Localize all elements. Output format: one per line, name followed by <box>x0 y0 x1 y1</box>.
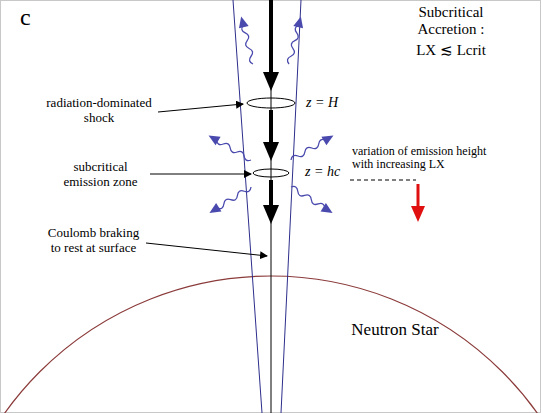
flow-arrows <box>263 0 279 224</box>
leader-arrow <box>146 243 267 256</box>
annotation: subcritical emission zone <box>52 160 149 189</box>
funnel-wall <box>233 0 262 413</box>
height-label: z = hc <box>305 164 349 180</box>
emission-zone <box>253 169 289 177</box>
body-label: Neutron Star <box>330 320 460 339</box>
shock-surface <box>247 98 295 108</box>
annotation: Coulomb braking to rest at surface <box>44 226 143 255</box>
height-shift-arrowhead <box>411 206 425 222</box>
leader-arrow <box>158 104 243 112</box>
annotation: radiation-dominated shock <box>38 96 160 125</box>
height-shift-arrow <box>417 184 420 208</box>
panel-title: Subcritical Accretion : <box>395 4 507 38</box>
height-marker <box>350 180 416 181</box>
photon-arrows <box>206 15 336 217</box>
height-label: z = H <box>306 95 366 111</box>
leader-arrow <box>150 174 251 175</box>
condition-label: LX ≲ Lcrit <box>395 42 507 59</box>
panel-letter: c <box>20 4 50 31</box>
annotation: variation of emission height with increa… <box>352 145 492 172</box>
funnel-wall <box>281 0 301 413</box>
